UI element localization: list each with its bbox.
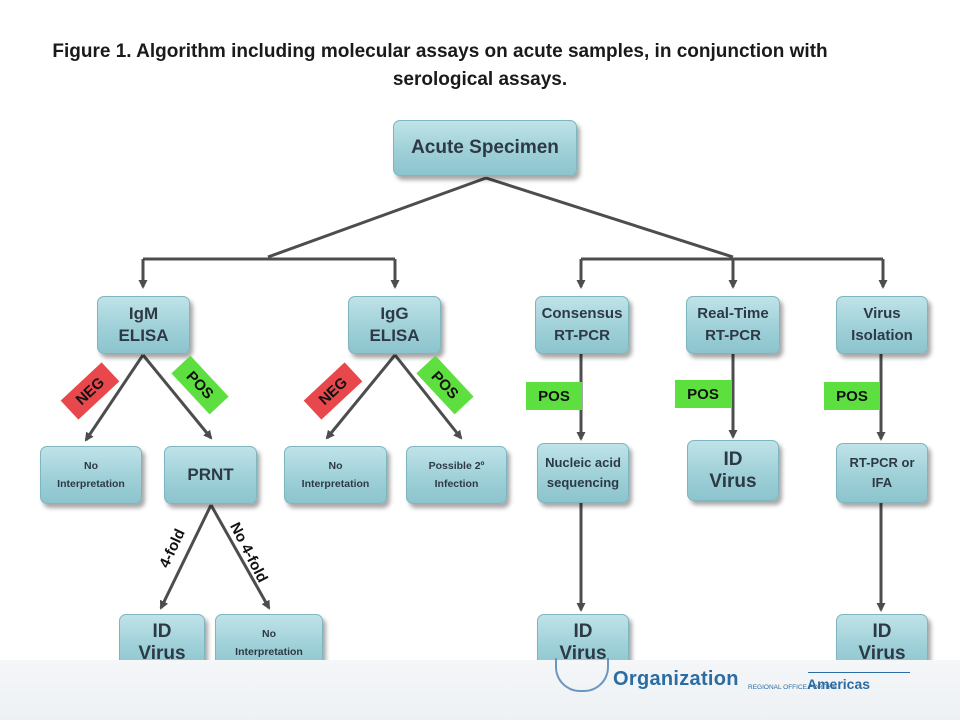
- edge-igm-pos: [141, 354, 213, 440]
- title-line-1: Figure 1. Algorithm including molecular …: [52, 41, 828, 62]
- node-realtime-rtpcr: Real-Time RT-PCR: [686, 296, 780, 354]
- node-id-virus-realtime: ID Virus: [687, 440, 779, 501]
- footer-organization: Organization: [613, 668, 739, 690]
- edge-prnt-fourfold: [159, 504, 213, 610]
- node-igg-elisa: IgG ELISA: [348, 296, 441, 354]
- footer-americas: Americas: [807, 676, 871, 692]
- node-consensus-rtpcr: Consensus RT-PCR: [535, 296, 629, 354]
- edge-acute-to-molecular: [485, 176, 734, 259]
- edge-igm-neg: [84, 354, 145, 442]
- edge-igg-neg: [325, 354, 397, 440]
- footer-divider: [808, 672, 910, 673]
- edge-prnt-no-fourfold: [209, 504, 271, 610]
- node-rtpcr-or-ifa: RT-PCR or IFA: [836, 443, 928, 503]
- node-nucleic-acid-sequencing: Nucleic acid sequencing: [537, 443, 629, 503]
- node-acute-specimen: Acute Specimen: [393, 120, 577, 176]
- node-igm-elisa: IgM ELISA: [97, 296, 190, 354]
- tag-realtime-pos: POS: [675, 380, 731, 408]
- node-prnt: PRNT: [164, 446, 257, 504]
- title-line-2: serological assays.: [392, 69, 568, 90]
- tag-isolation-pos: POS: [824, 382, 880, 410]
- footer-band: [0, 660, 960, 720]
- figure-title: Figure 1. Algorithm including molecular …: [0, 38, 960, 94]
- edge-igg-pos: [393, 354, 463, 440]
- node-no-interpretation-igm: No Interpretation: [40, 446, 142, 504]
- node-virus-isolation: Virus Isolation: [836, 296, 928, 354]
- footer-regional-office: REGIONAL OFFICE FOR THE: [748, 684, 838, 691]
- tag-consensus-pos: POS: [526, 382, 582, 410]
- edge-acute-to-serology: [267, 176, 487, 259]
- node-no-interpretation-igg: No Interpretation: [284, 446, 387, 504]
- node-possible-secondary-infection: Possible 2º Infection: [406, 446, 507, 504]
